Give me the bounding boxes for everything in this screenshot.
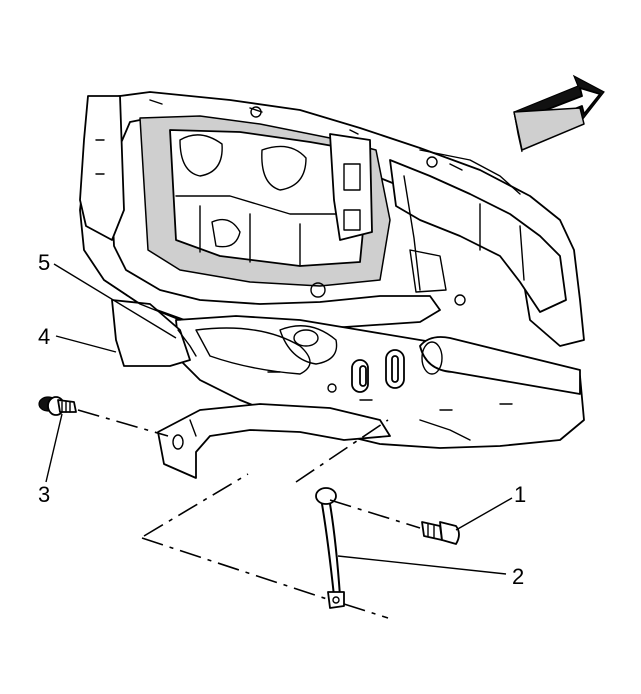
callout-5: 5 [38,250,50,275]
rail-brace [157,403,391,479]
callout-1: 1 [514,482,526,507]
callout-4: 4 [38,324,50,349]
leader-lines [45,263,513,575]
front-direction-arrow-icon [513,74,605,153]
bolt-washer-part-3 [38,396,77,416]
frame-rail-structure [79,91,585,347]
lower-bracket-part-4 [111,299,197,367]
ground-strap-part-2 [315,487,345,609]
callout-2: 2 [512,564,524,589]
callout-3: 3 [38,482,50,507]
installation-lines [77,409,421,619]
rail-corner-part-5 [103,279,181,321]
bolt-part-1 [421,521,460,545]
